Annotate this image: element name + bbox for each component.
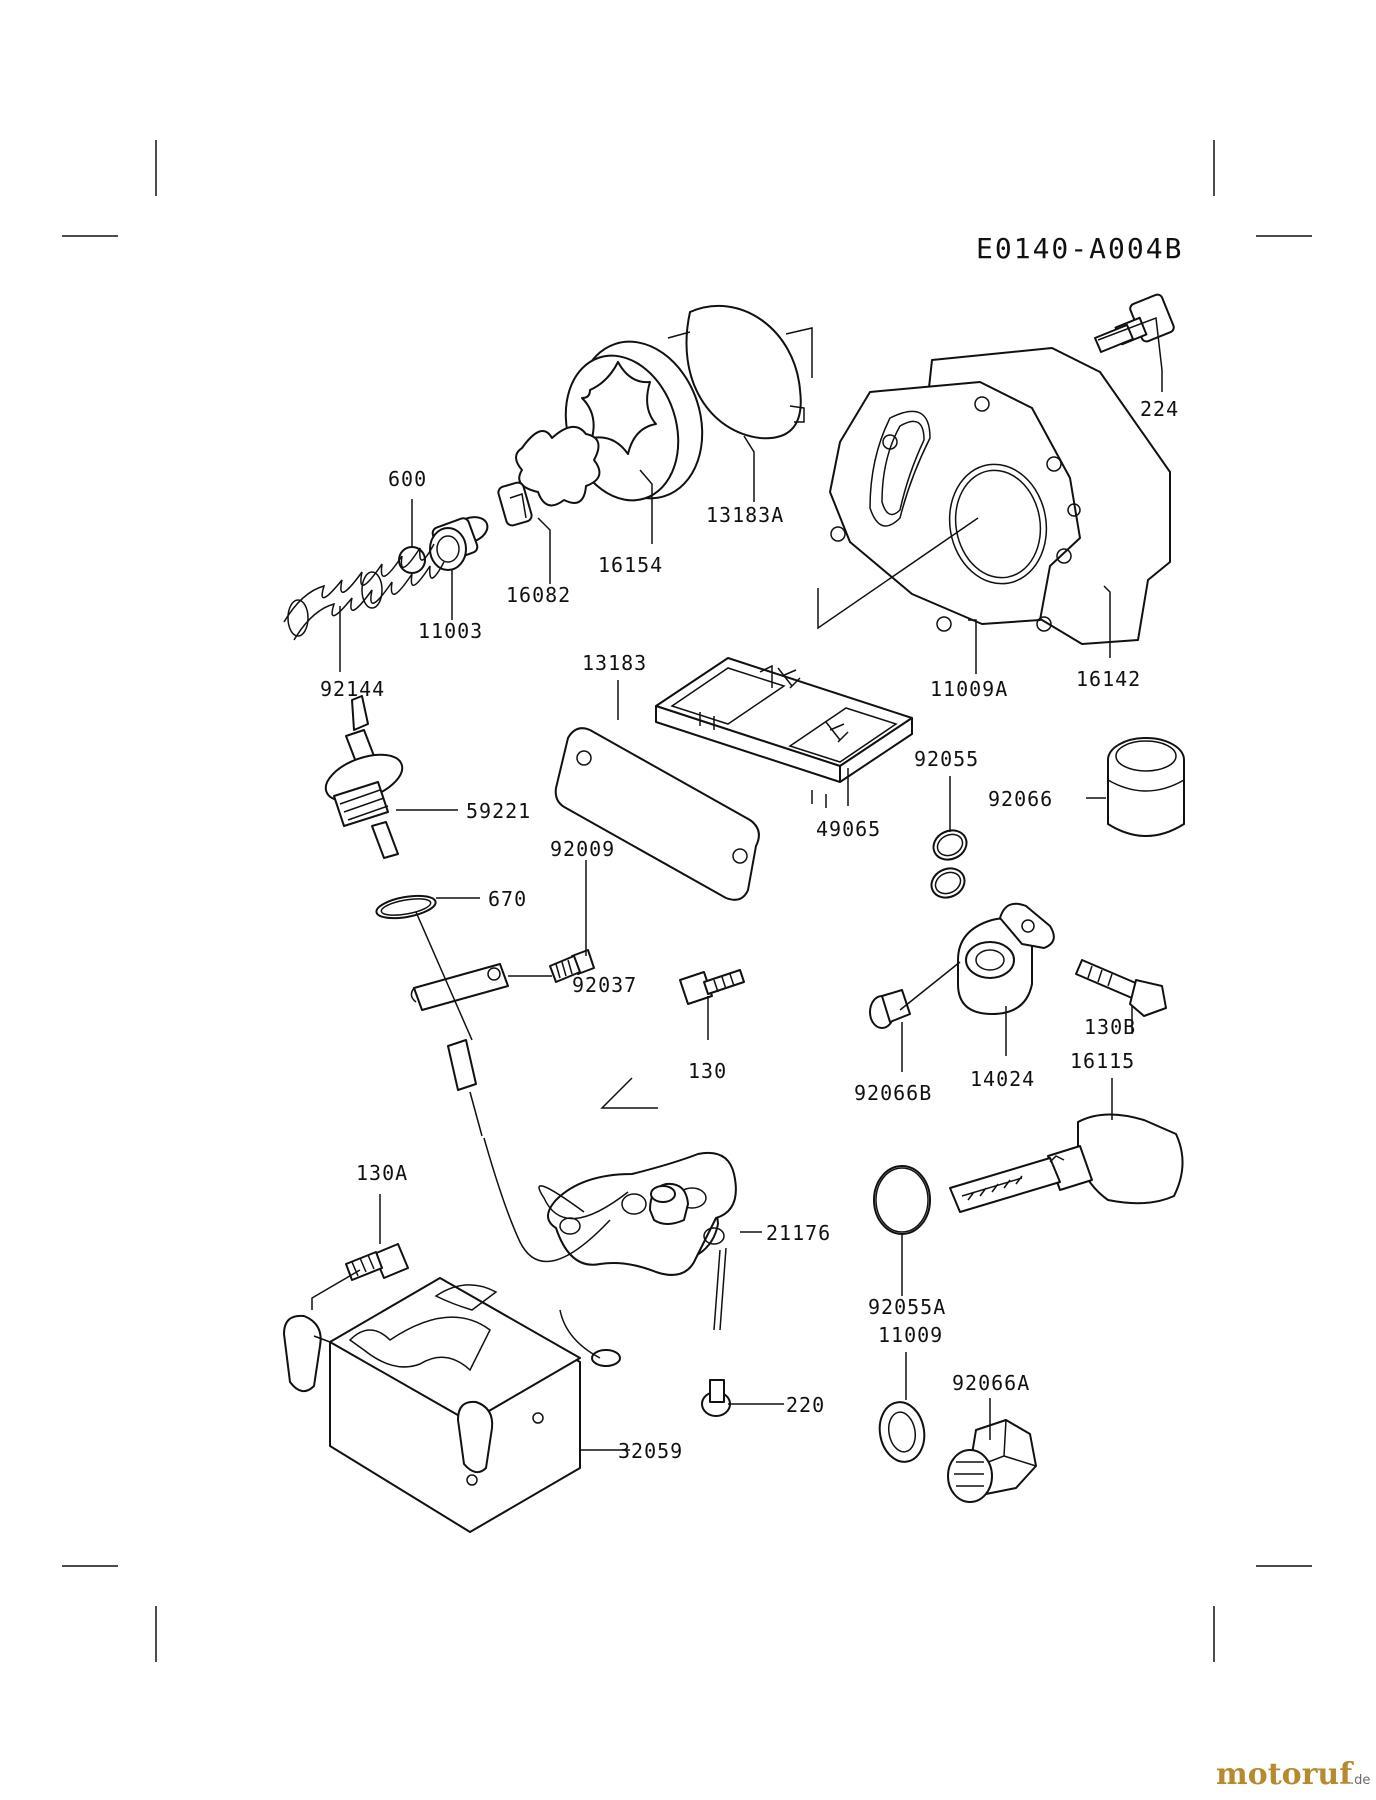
label-92066A: 92066A xyxy=(952,1371,1030,1395)
label-130: 130 xyxy=(688,1059,727,1083)
screw-92009 xyxy=(549,949,595,983)
label-13183A: 13183A xyxy=(706,503,784,527)
bolt-130A xyxy=(345,1243,409,1281)
part-labels: 224 13183A 600 16154 16082 11003 92144 1… xyxy=(320,397,1179,1463)
cap-11003 xyxy=(429,516,489,571)
inner-rotor-16082 xyxy=(497,426,601,527)
label-92066B: 92066B xyxy=(854,1081,932,1105)
label-92009: 92009 xyxy=(550,837,615,861)
label-14024: 14024 xyxy=(970,1067,1035,1091)
plug-92066A xyxy=(947,1419,1037,1503)
label-59221: 59221 xyxy=(466,799,531,823)
label-32059: 32059 xyxy=(618,1439,683,1463)
label-16142: 16142 xyxy=(1076,667,1141,691)
holder-14024 xyxy=(957,902,1055,1015)
label-16082: 16082 xyxy=(506,583,571,607)
cover-13183A xyxy=(667,304,813,440)
watermark-brand: motoruf xyxy=(1216,1757,1354,1792)
label-92037: 92037 xyxy=(572,973,637,997)
label-11009: 11009 xyxy=(878,1323,943,1347)
bolt-224 xyxy=(1094,293,1175,353)
leader-lines xyxy=(339,316,1163,1451)
bolt-130B xyxy=(1075,959,1167,1017)
label-600: 600 xyxy=(388,467,427,491)
plate-13183 xyxy=(554,727,760,901)
label-13183: 13183 xyxy=(582,651,647,675)
label-49065: 49065 xyxy=(816,817,881,841)
orings-92055 xyxy=(930,829,968,899)
bolt-130 xyxy=(679,969,745,1005)
control-box-32059 xyxy=(283,1269,581,1533)
plug-92066B xyxy=(869,989,911,1029)
label-224: 224 xyxy=(1140,397,1179,421)
label-130A: 130A xyxy=(356,1161,408,1185)
label-92144: 92144 xyxy=(320,677,385,701)
label-92055A: 92055A xyxy=(868,1295,946,1319)
clamp-92037 xyxy=(410,963,509,1011)
label-670: 670 xyxy=(488,887,527,911)
label-16154: 16154 xyxy=(598,553,663,577)
plug-92066 xyxy=(1107,737,1185,837)
washer-11009 xyxy=(878,1401,926,1463)
oring-92055A xyxy=(873,1165,931,1235)
strainer-49065 xyxy=(655,657,913,808)
label-220: 220 xyxy=(786,1393,825,1417)
label-11009A: 11009A xyxy=(930,677,1008,701)
watermark-suffix: .de xyxy=(1350,1773,1370,1788)
label-16115: 16115 xyxy=(1070,1049,1135,1073)
sensor-wire xyxy=(447,1039,621,1367)
label-130B: 130B xyxy=(1084,1015,1136,1039)
oring-670 xyxy=(375,894,437,920)
crop-marks xyxy=(62,140,1312,1662)
dipstick-16115 xyxy=(949,1113,1184,1213)
spring-92144 xyxy=(283,543,445,641)
valve-59221 xyxy=(324,695,404,859)
screw-220 xyxy=(701,1379,731,1417)
watermark: motoruf .de xyxy=(1216,1757,1370,1792)
label-92066: 92066 xyxy=(988,787,1053,811)
gasket-11009A xyxy=(817,381,1081,632)
label-21176: 21176 xyxy=(766,1221,831,1245)
diagram-code: E0140-A004B xyxy=(976,232,1183,265)
label-11003: 11003 xyxy=(418,619,483,643)
label-92055: 92055 xyxy=(914,747,979,771)
float-switch-21176 xyxy=(538,1152,737,1331)
